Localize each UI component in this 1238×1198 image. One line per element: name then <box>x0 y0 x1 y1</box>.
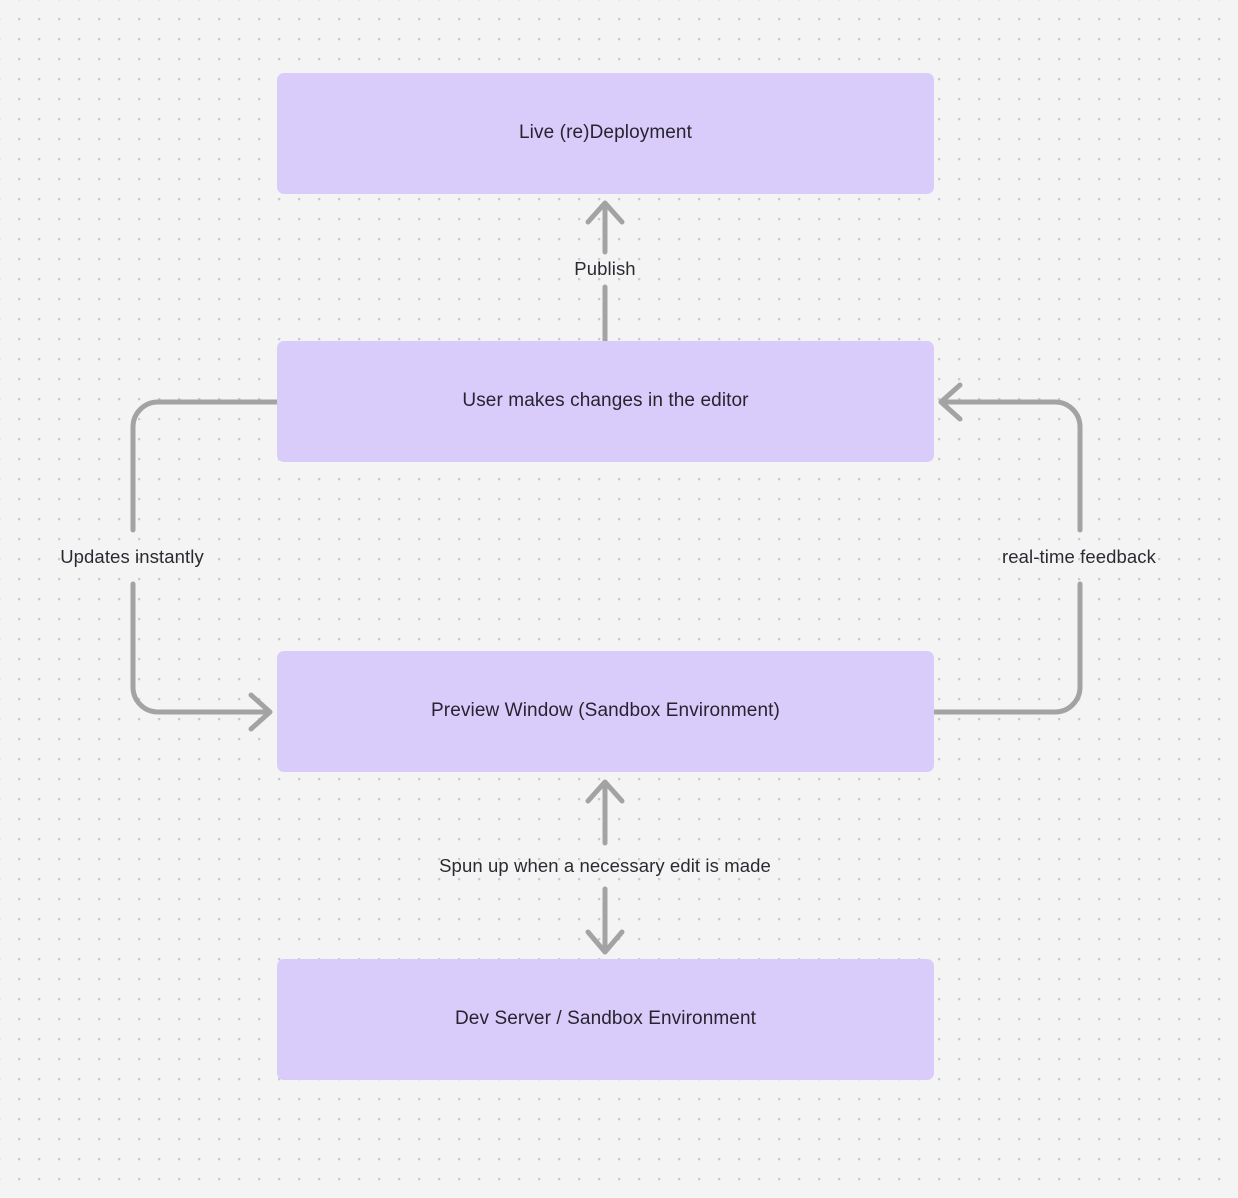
node-preview-window[interactable]: Preview Window (Sandbox Environment) <box>277 651 934 772</box>
edge-feedback-line-lower <box>931 581 1083 715</box>
node-dev-server-label: Dev Server / Sandbox Environment <box>454 1008 756 1030</box>
node-dev-server[interactable]: Dev Server / Sandbox Environment <box>277 959 934 1080</box>
edge-updates-line-upper <box>130 399 280 533</box>
edge-spun-up-arrowhead-down <box>585 929 625 955</box>
edge-publish-arrowhead-up <box>585 200 625 225</box>
edge-label-updates-instantly: Updates instantly <box>60 545 204 567</box>
node-preview-window-label: Preview Window (Sandbox Environment) <box>431 700 780 722</box>
node-user-edits-label: User makes changes in the editor <box>462 390 749 412</box>
edge-feedback-arrowhead-left <box>938 382 963 422</box>
node-live-deployment-label: Live (re)Deployment <box>519 122 692 144</box>
edge-label-real-time-feedback: real-time feedback <box>1002 545 1156 567</box>
node-user-edits[interactable]: User makes changes in the editor <box>277 341 934 462</box>
node-live-deployment[interactable]: Live (re)Deployment <box>277 73 934 194</box>
edge-label-spun-up: Spun up when a necessary edit is made <box>439 854 771 876</box>
edge-label-publish: Publish <box>574 257 636 279</box>
edge-updates-line-lower <box>130 581 271 715</box>
edge-updates-arrowhead-right <box>248 692 273 732</box>
edge-feedback-line-upper <box>940 399 1083 533</box>
edge-spun-up-arrowhead-up <box>585 779 625 804</box>
